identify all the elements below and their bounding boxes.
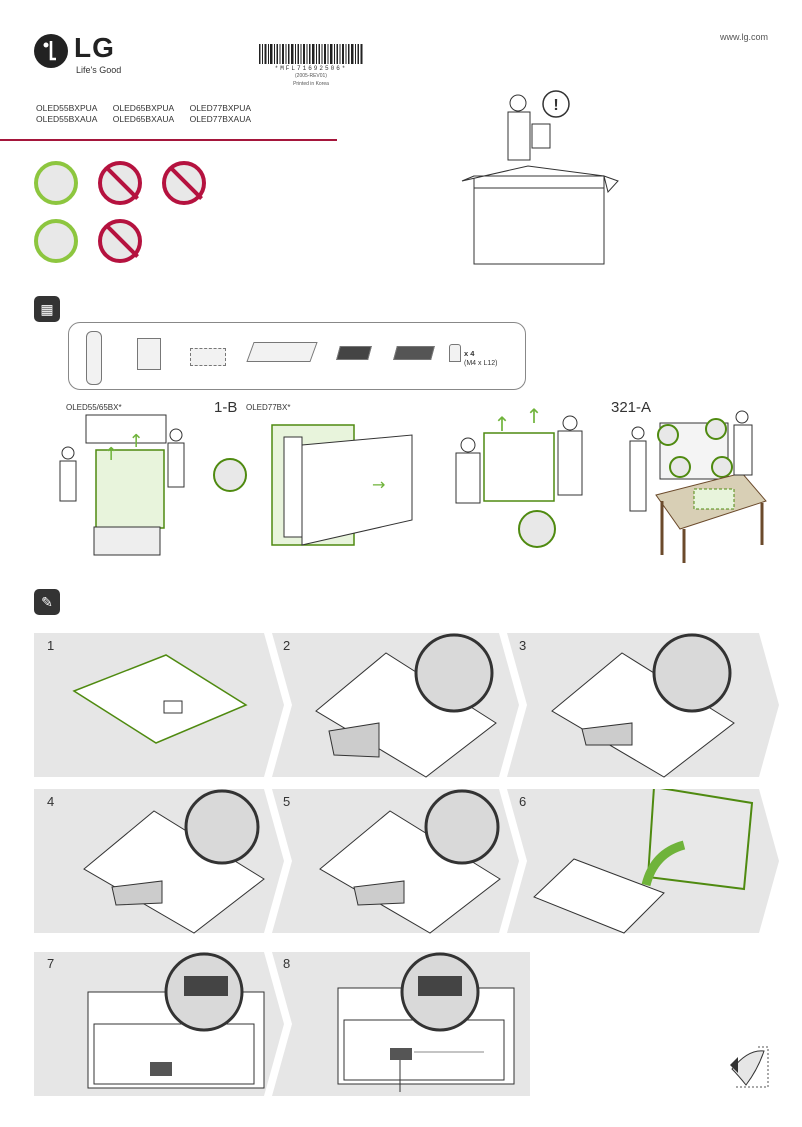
manual-icon (137, 338, 161, 370)
power-cable-icon (190, 348, 226, 366)
cable-cover-icon (393, 346, 435, 360)
box-icon: ▦ (34, 296, 60, 322)
model-label-55-65: OLED55/65BX* (66, 403, 122, 412)
handling-prohibited-icon (162, 161, 206, 205)
handling-prohibited-icon (98, 161, 142, 205)
stand-icon (246, 342, 318, 362)
step-number: 8 (283, 956, 291, 971)
handling-correct-icon (34, 219, 78, 263)
screw-count: x 4 (464, 349, 475, 358)
step-number: 1 (47, 638, 55, 653)
place-on-table-illustration (629, 410, 767, 563)
step-label-1b: 1-B (214, 399, 238, 416)
step-number: 2 (283, 638, 291, 653)
svg-text:!: ! (553, 97, 558, 114)
step-number: 5 (283, 794, 291, 809)
page-turn-icon[interactable] (728, 1045, 770, 1089)
step-panels-row-3 (34, 952, 530, 1096)
barcode (259, 44, 363, 64)
step-number: 4 (47, 794, 55, 809)
step-label-321a: 321-A (611, 399, 652, 416)
svg-text:↑: ↑ (526, 405, 543, 428)
revision-text: (2005-REV01) (295, 73, 327, 79)
step-number: 3 (519, 638, 527, 653)
printed-in-text: Printed in Korea (293, 81, 329, 87)
step-number: 7 (47, 956, 55, 971)
screw-icon (449, 344, 461, 362)
svg-text:↑: ↑ (103, 444, 118, 465)
screw-spec: (M4 x L12) (464, 360, 498, 367)
svg-text:↑: ↑ (128, 431, 143, 452)
stand-base-icon (336, 346, 372, 360)
unpack-illustration-55-65: ↑ ↑ (59, 414, 185, 556)
handling-prohibited-icon (98, 219, 142, 263)
model-label-77: OLED77BX* (246, 403, 291, 412)
part-code: *MFL71692506* (274, 65, 348, 72)
model-name: OLED65BXAUA (112, 114, 175, 124)
lift-tv-illustration: ↑ ↑ (455, 405, 583, 548)
brand-name: LG (74, 32, 115, 63)
remote-icon (86, 331, 102, 385)
model-name: OLED55BXPUA (36, 103, 98, 113)
model-name: OLED65BXPUA (112, 103, 175, 113)
section-divider (0, 139, 337, 141)
warning-icon (542, 90, 570, 118)
step-number: 6 (519, 794, 527, 809)
lg-logo-mark (34, 34, 68, 68)
unpack-illustration-77: → (213, 424, 413, 546)
svg-text:↑: ↑ (494, 412, 511, 436)
model-name: OLED55BXAUA (36, 114, 98, 124)
step-panels-row-2 (34, 789, 779, 934)
step-panels-row-1 (34, 633, 779, 778)
svg-text:→: → (372, 475, 385, 494)
brand-tagline: Life's Good (76, 65, 122, 75)
unboxing-warning-illustration: ! (461, 90, 619, 265)
model-name: OLED77BXAUA (189, 114, 252, 124)
website-url[interactable]: www.lg.com (719, 32, 768, 42)
model-name: OLED77BXPUA (189, 103, 252, 113)
brush-icon: ✎ (34, 589, 60, 615)
handling-correct-icon (34, 161, 78, 205)
